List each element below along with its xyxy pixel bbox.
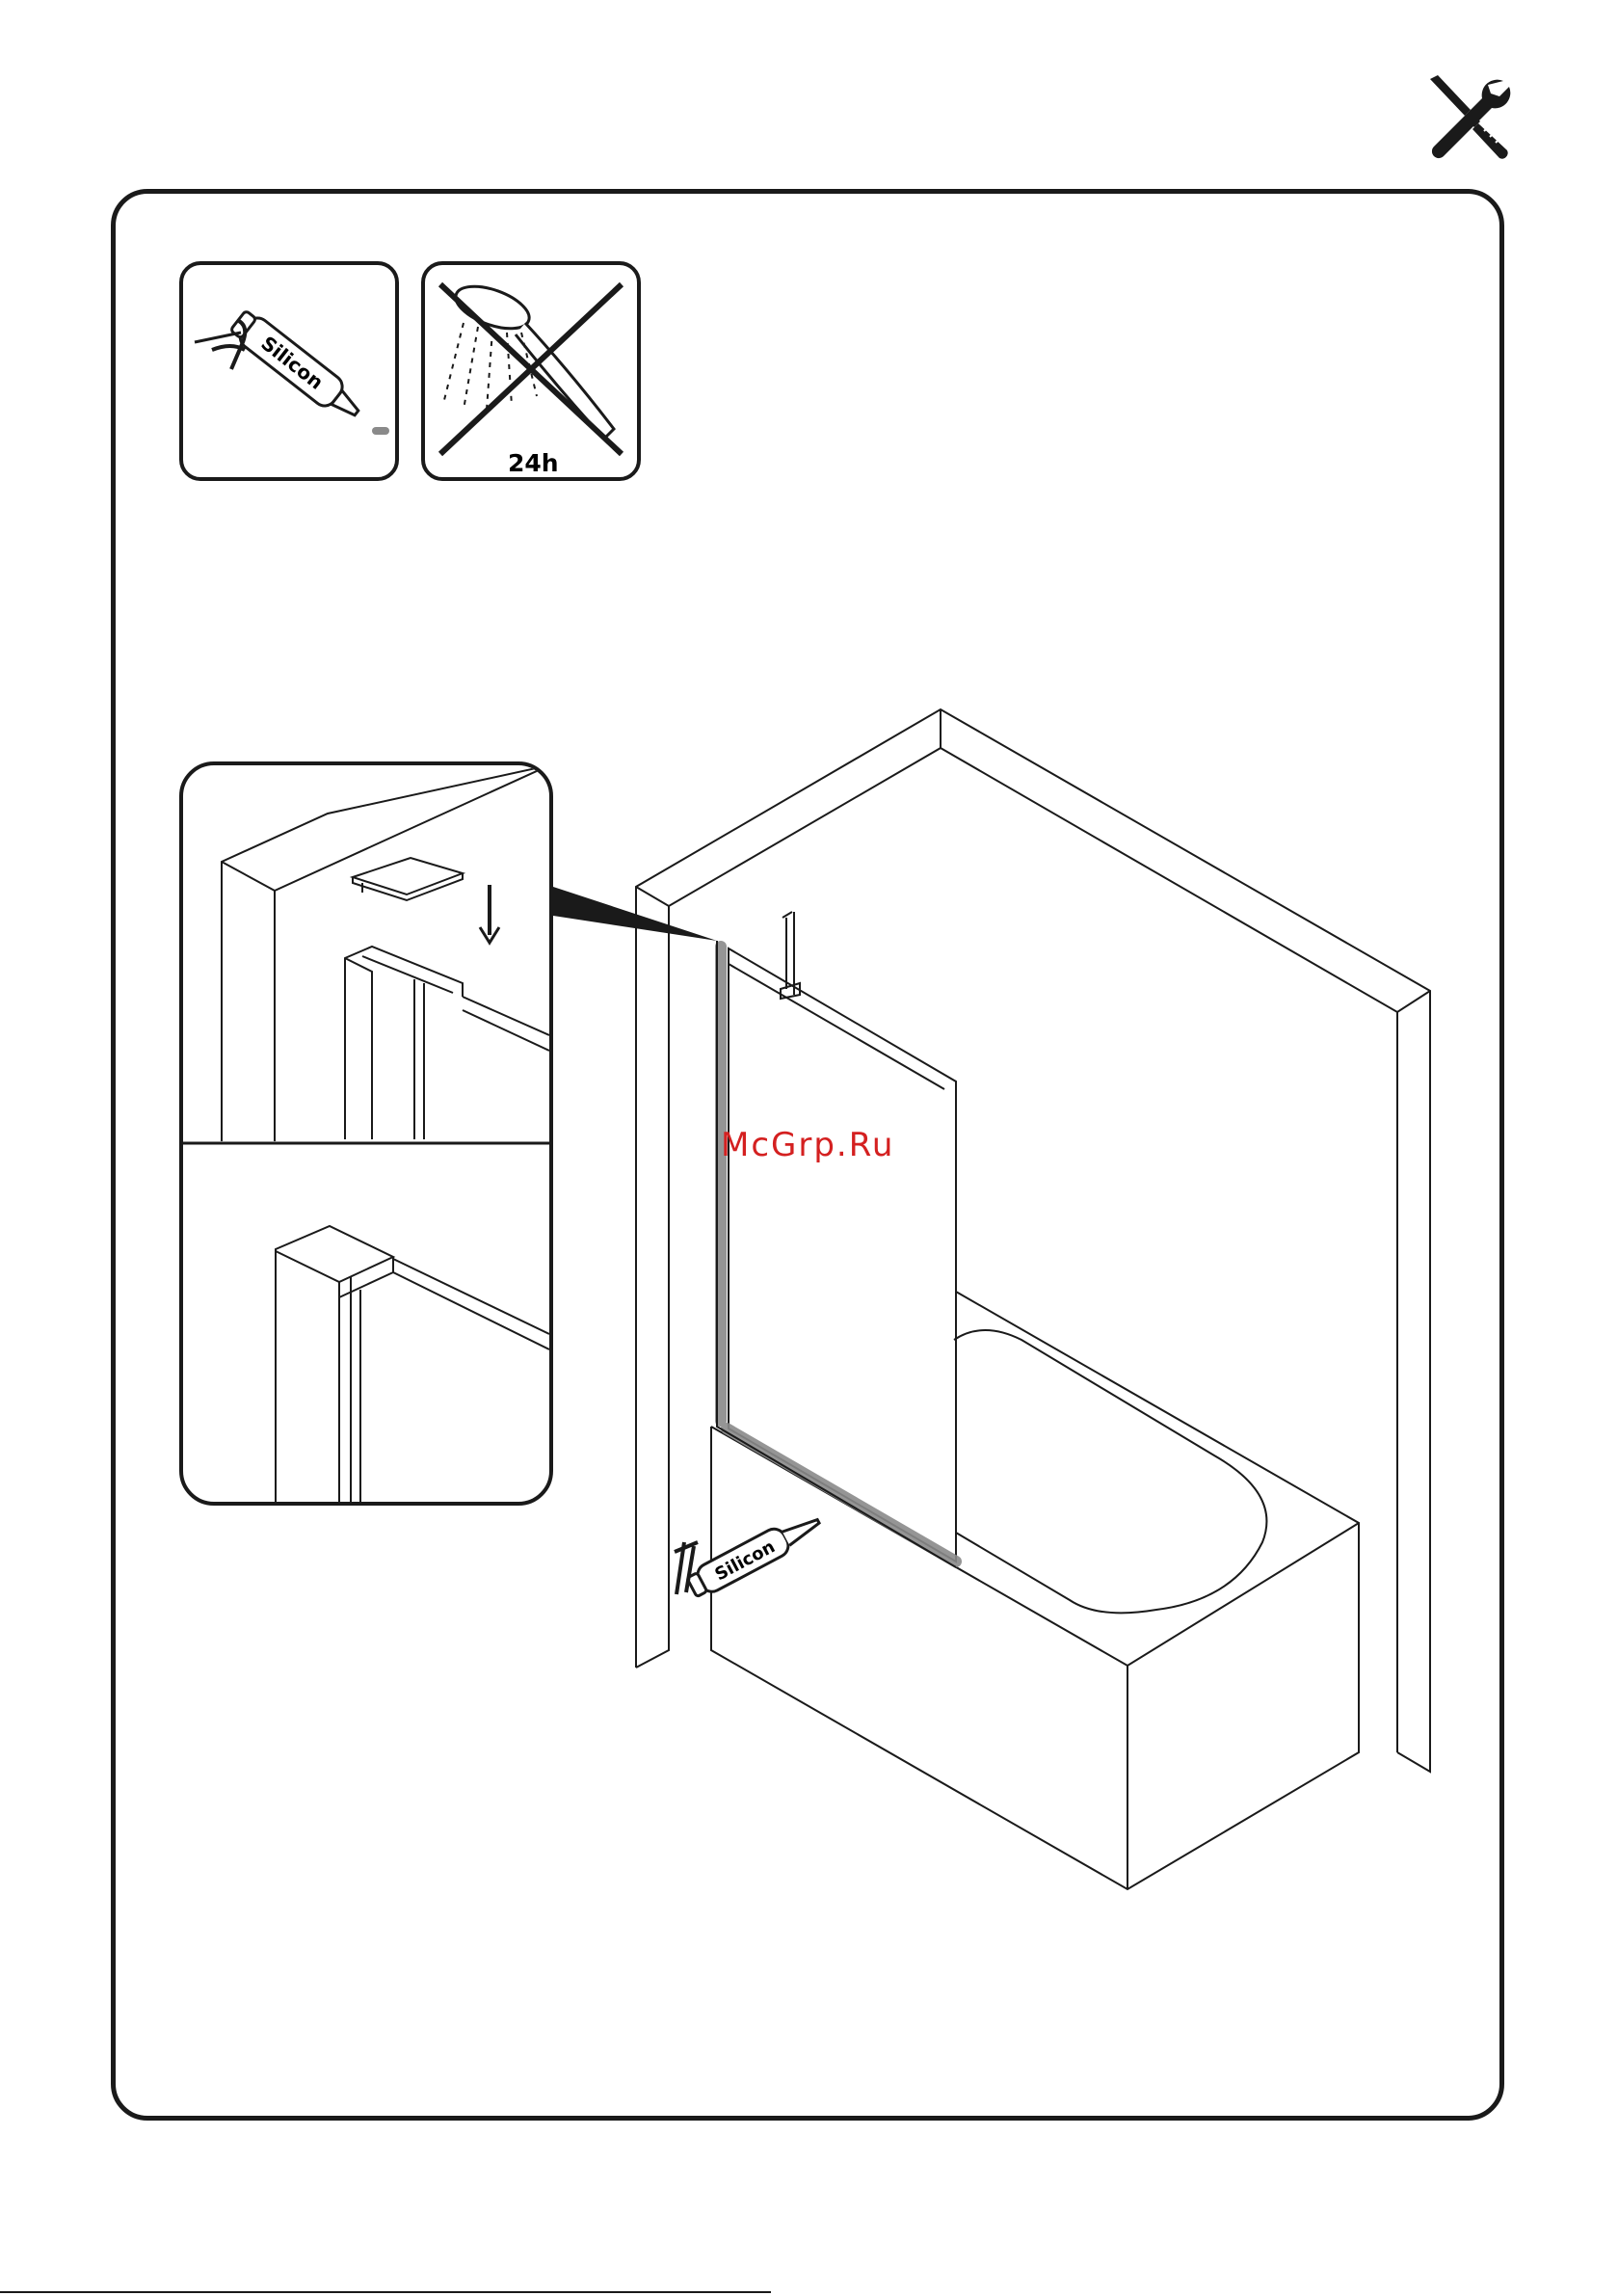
watermark: McGrp.Ru xyxy=(721,1126,894,1164)
footer-rule xyxy=(0,2291,771,2293)
detail-panel xyxy=(179,761,553,1506)
no-shower-icon: 24h xyxy=(425,265,637,477)
cure-time-label: 24h xyxy=(508,449,559,477)
detail-views xyxy=(183,765,549,1502)
tools-icon xyxy=(1420,67,1517,164)
installation-illustration: Silicon xyxy=(617,694,1465,1909)
no-shower-box: 24h xyxy=(421,261,641,481)
silicon-icon-box: Silicon xyxy=(179,261,399,481)
silicon-tube-icon: Silicon xyxy=(183,265,395,477)
